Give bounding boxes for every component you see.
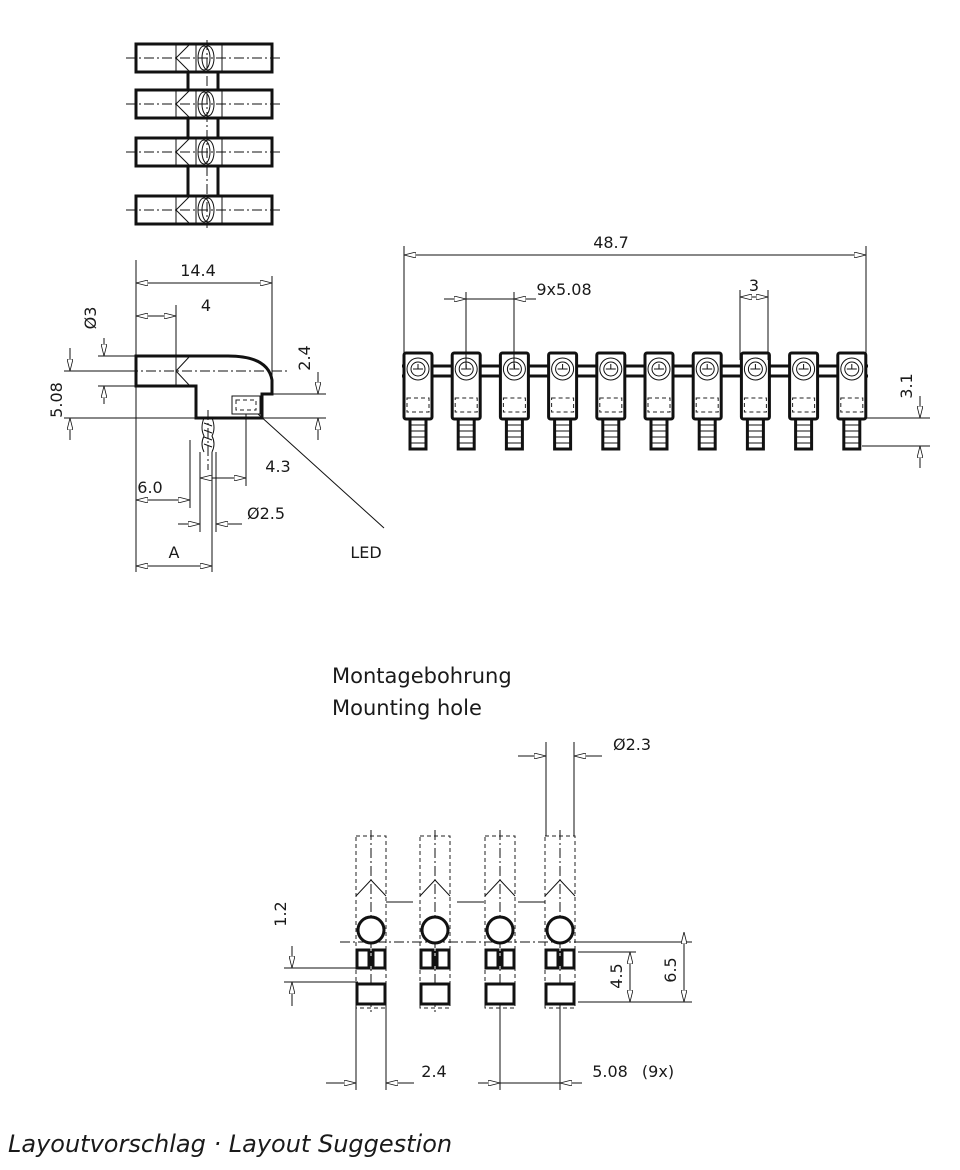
front-terminal bbox=[691, 351, 723, 451]
mount-footprint-column bbox=[544, 830, 576, 1012]
dim-a: A bbox=[169, 543, 180, 562]
mount-columns bbox=[355, 830, 576, 1012]
front-terminal bbox=[788, 351, 820, 451]
front-terminal bbox=[402, 351, 434, 451]
dim-3-1: 3.1 bbox=[897, 373, 916, 398]
top-view-rows bbox=[126, 42, 282, 226]
dim-total-48-7: 48.7 bbox=[593, 233, 629, 252]
dim-4-3: 4.3 bbox=[265, 457, 290, 476]
dim-6-5: 6.5 bbox=[661, 957, 680, 982]
front-terminal bbox=[836, 351, 868, 451]
front-view: 48.7 9x5.08 3 3.1 bbox=[402, 233, 930, 468]
mount-footprint-column bbox=[484, 830, 516, 1012]
top-view-row bbox=[126, 136, 282, 168]
dim-6-0: 6.0 bbox=[137, 478, 162, 497]
mount-footprint-column bbox=[419, 830, 451, 1012]
mounting-title-en: Mounting hole bbox=[332, 696, 482, 720]
led-label: LED bbox=[350, 543, 381, 562]
dim-4: 4 bbox=[201, 296, 211, 315]
mount-footprint-column bbox=[355, 830, 387, 1012]
dim-5-08: 5.08 bbox=[47, 382, 66, 418]
dim-width-14-4: 14.4 bbox=[180, 261, 216, 280]
dim-mount-pitch-count: (9x) bbox=[642, 1062, 674, 1081]
dim-4-5: 4.5 bbox=[607, 963, 626, 988]
side-view: 14.4 4 Ø3 5.08 2.4 4.3 6.0 Ø2.5 A bbox=[47, 260, 385, 572]
dim-dia-3: Ø3 bbox=[81, 307, 100, 330]
top-view-row bbox=[126, 42, 282, 74]
front-terminals bbox=[402, 351, 868, 451]
top-view-row bbox=[126, 88, 282, 120]
dim-1-2: 1.2 bbox=[271, 901, 290, 926]
mounting-layout: Montagebohrung Mounting hole Ø2.3 1.2 4.… bbox=[271, 664, 692, 1090]
front-terminal bbox=[643, 351, 675, 451]
dim-mount-2-4: 2.4 bbox=[421, 1062, 446, 1081]
dim-pitch-9x: 9x5.08 bbox=[536, 280, 591, 299]
front-terminal bbox=[739, 351, 771, 451]
top-view-row bbox=[126, 194, 282, 226]
mounting-title-de: Montagebohrung bbox=[332, 664, 512, 688]
dim-2-4: 2.4 bbox=[295, 345, 314, 370]
front-terminal bbox=[595, 351, 627, 451]
dim-mount-pitch: 5.08 bbox=[592, 1062, 628, 1081]
top-view bbox=[126, 40, 282, 228]
dim-dia-2-5: Ø2.5 bbox=[247, 504, 285, 523]
front-terminal bbox=[547, 351, 579, 451]
dim-dia-2-3: Ø2.3 bbox=[613, 735, 651, 754]
footer-caption: Layoutvorschlag · Layout Suggestion bbox=[8, 1130, 452, 1158]
dim-3: 3 bbox=[749, 276, 759, 295]
